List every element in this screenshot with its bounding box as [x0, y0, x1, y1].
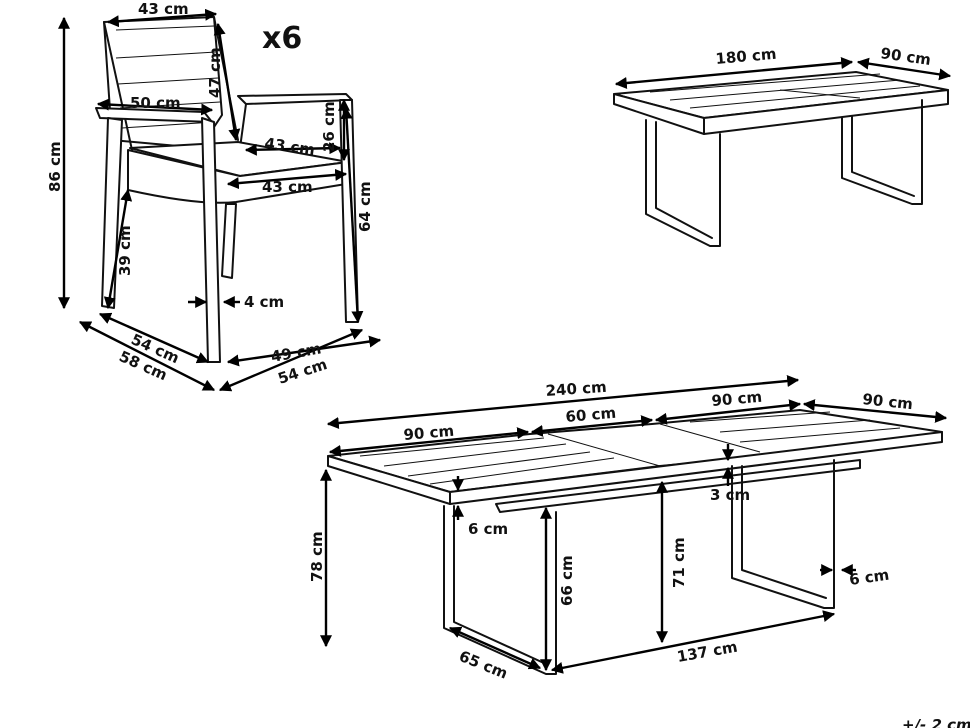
label-seat-width: 43 cm — [262, 178, 313, 196]
label-armrest-height: 26 cm — [320, 101, 338, 152]
label-ext-width: 90 cm — [862, 390, 914, 413]
label-total-height: 86 cm — [46, 141, 64, 192]
label-ext-section-right: 90 cm — [711, 388, 763, 410]
label-seat-height: 39 cm — [116, 225, 134, 276]
label-back-height: 47 cm — [206, 47, 224, 98]
table-extended-drawing — [327, 409, 943, 675]
label-ext-leg-span: 137 cm — [676, 638, 739, 666]
label-ext-section-middle: 60 cm — [565, 404, 617, 426]
chair-drawing — [95, 16, 359, 363]
tolerance-note: +/- 2 cm — [902, 716, 970, 728]
label-leg-width: 4 cm — [244, 293, 284, 311]
label-ext-frame-depth: 6 cm — [468, 520, 508, 538]
label-arm-depth: 50 cm — [130, 94, 181, 112]
table-closed-drawing — [613, 71, 949, 247]
label-rear-height: 64 cm — [356, 181, 374, 232]
label-closed-length: 180 cm — [715, 45, 777, 68]
label-ext-leg-height-b: 71 cm — [670, 537, 688, 588]
label-back-width: 43 cm — [138, 0, 189, 18]
quantity-label: x6 — [262, 21, 302, 56]
label-ext-top-thickness: 3 cm — [710, 486, 750, 504]
label-ext-total-length: 240 cm — [545, 378, 607, 400]
label-ext-section-left: 90 cm — [403, 422, 455, 444]
label-ext-height: 78 cm — [308, 531, 326, 582]
label-ext-leg-thickness: 6 cm — [848, 566, 890, 589]
label-ext-leg-height-a: 66 cm — [558, 555, 576, 606]
chair-dimension-arrows — [58, 8, 382, 392]
table-closed-dimension-arrows — [614, 57, 952, 89]
table-extended-dimension-arrows — [320, 375, 948, 674]
